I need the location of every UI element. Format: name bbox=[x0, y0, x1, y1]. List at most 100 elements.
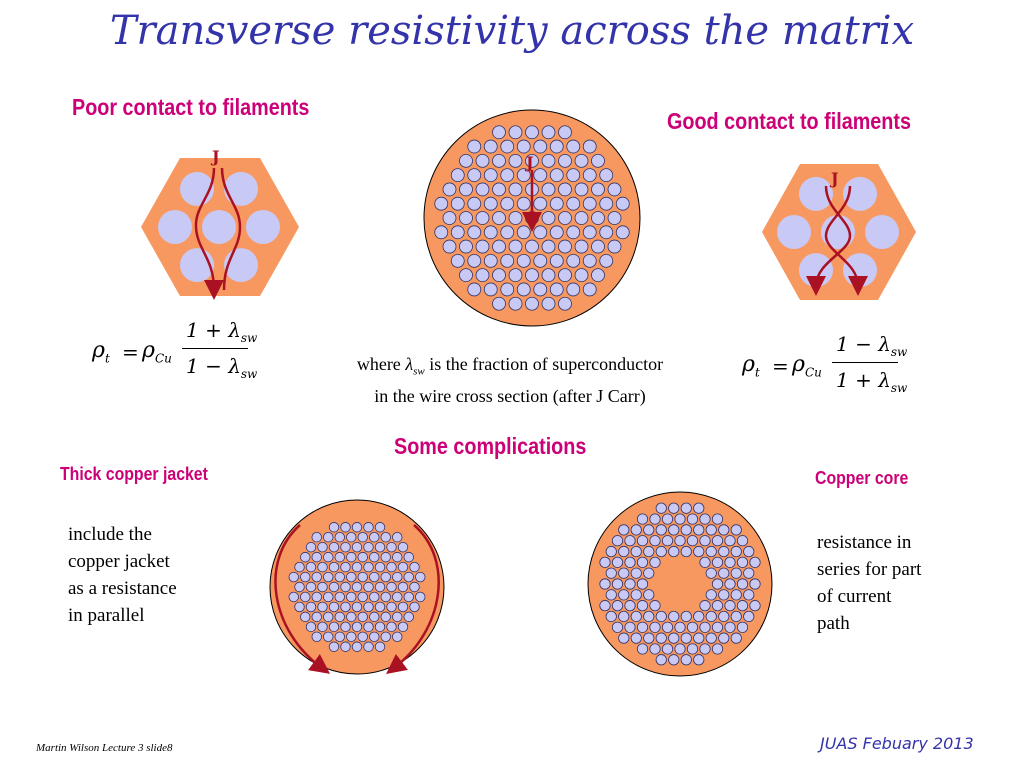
filament bbox=[525, 125, 539, 140]
filament bbox=[525, 153, 539, 168]
filament bbox=[736, 621, 749, 633]
filament bbox=[380, 571, 391, 583]
filament bbox=[566, 168, 581, 183]
filament bbox=[599, 253, 614, 268]
current-label-j: J bbox=[210, 147, 220, 166]
filament bbox=[686, 535, 699, 547]
filament bbox=[699, 535, 711, 547]
good-contact-hexagon-diagram: J bbox=[762, 164, 916, 300]
filament bbox=[705, 567, 717, 579]
filament bbox=[450, 253, 465, 268]
filament bbox=[566, 139, 581, 154]
filament bbox=[500, 196, 515, 211]
filament bbox=[374, 522, 386, 533]
filament bbox=[340, 541, 351, 553]
filament bbox=[680, 632, 692, 644]
filament bbox=[397, 601, 409, 613]
filament bbox=[668, 545, 680, 558]
filament bbox=[351, 561, 363, 573]
filament bbox=[467, 253, 482, 268]
filament bbox=[516, 225, 531, 240]
filament bbox=[525, 268, 539, 283]
filament bbox=[403, 591, 414, 603]
filament bbox=[611, 621, 624, 633]
filament bbox=[611, 556, 624, 568]
filament bbox=[346, 631, 357, 642]
filament bbox=[363, 641, 374, 652]
filament bbox=[317, 581, 328, 593]
filament bbox=[442, 239, 457, 254]
filament bbox=[718, 632, 730, 644]
filament bbox=[442, 211, 457, 225]
filament bbox=[549, 196, 564, 211]
filament bbox=[643, 567, 655, 579]
filament bbox=[409, 581, 420, 593]
filament bbox=[467, 282, 482, 297]
filament bbox=[340, 621, 351, 633]
filament bbox=[357, 551, 368, 563]
filament bbox=[323, 532, 334, 543]
filament bbox=[655, 610, 667, 623]
filament bbox=[369, 571, 380, 583]
filament bbox=[483, 282, 498, 297]
filament bbox=[843, 253, 877, 288]
filament bbox=[202, 210, 236, 244]
filament bbox=[743, 545, 755, 558]
filament bbox=[668, 502, 680, 514]
filament bbox=[288, 591, 299, 603]
filament bbox=[351, 581, 363, 593]
filament bbox=[311, 611, 322, 623]
filament bbox=[636, 535, 649, 547]
filament bbox=[403, 611, 414, 623]
footer-author: Martin Wilson Lecture 3 slide8 bbox=[36, 742, 173, 754]
filament bbox=[397, 621, 409, 633]
equation-good-contact: ρt = ρCu 1 − λsw 1 + λsw bbox=[742, 332, 908, 395]
filament bbox=[357, 591, 368, 603]
filament bbox=[386, 561, 397, 573]
filament bbox=[351, 601, 363, 613]
filament bbox=[649, 556, 661, 568]
filament bbox=[718, 610, 730, 623]
filament bbox=[699, 513, 711, 525]
filament bbox=[516, 253, 531, 268]
heading-copper-core: Copper core bbox=[815, 468, 909, 488]
filament bbox=[591, 182, 605, 197]
filament bbox=[736, 578, 749, 590]
filament bbox=[363, 522, 374, 533]
filament bbox=[582, 139, 597, 154]
jacket-current-right bbox=[386, 524, 440, 675]
equation-poor-contact: ρt = ρCu 1 + λsw 1 − λsw bbox=[92, 318, 258, 381]
filament bbox=[386, 601, 397, 613]
filament bbox=[533, 139, 548, 154]
filament bbox=[693, 524, 705, 536]
filament bbox=[736, 556, 749, 568]
filament bbox=[705, 545, 717, 558]
filament bbox=[533, 253, 548, 268]
filament bbox=[500, 139, 515, 154]
filament bbox=[636, 621, 649, 633]
filament bbox=[334, 551, 345, 563]
filament bbox=[718, 545, 730, 558]
filament bbox=[450, 225, 465, 240]
filament bbox=[467, 139, 482, 154]
filament bbox=[363, 541, 374, 553]
filament bbox=[605, 589, 617, 601]
filament bbox=[649, 621, 661, 633]
filament bbox=[492, 182, 506, 197]
filament bbox=[618, 589, 630, 601]
filament bbox=[749, 600, 761, 612]
filament bbox=[541, 268, 556, 283]
filament bbox=[346, 611, 357, 623]
filament bbox=[699, 643, 711, 655]
filament bbox=[730, 545, 742, 558]
filament bbox=[711, 578, 724, 590]
filament bbox=[294, 581, 305, 593]
filament bbox=[516, 282, 531, 297]
filament bbox=[380, 611, 391, 623]
filament bbox=[300, 571, 311, 583]
filament bbox=[500, 225, 515, 240]
filament bbox=[392, 532, 403, 543]
filament bbox=[397, 561, 409, 573]
filament bbox=[674, 621, 686, 633]
filament bbox=[711, 556, 724, 568]
